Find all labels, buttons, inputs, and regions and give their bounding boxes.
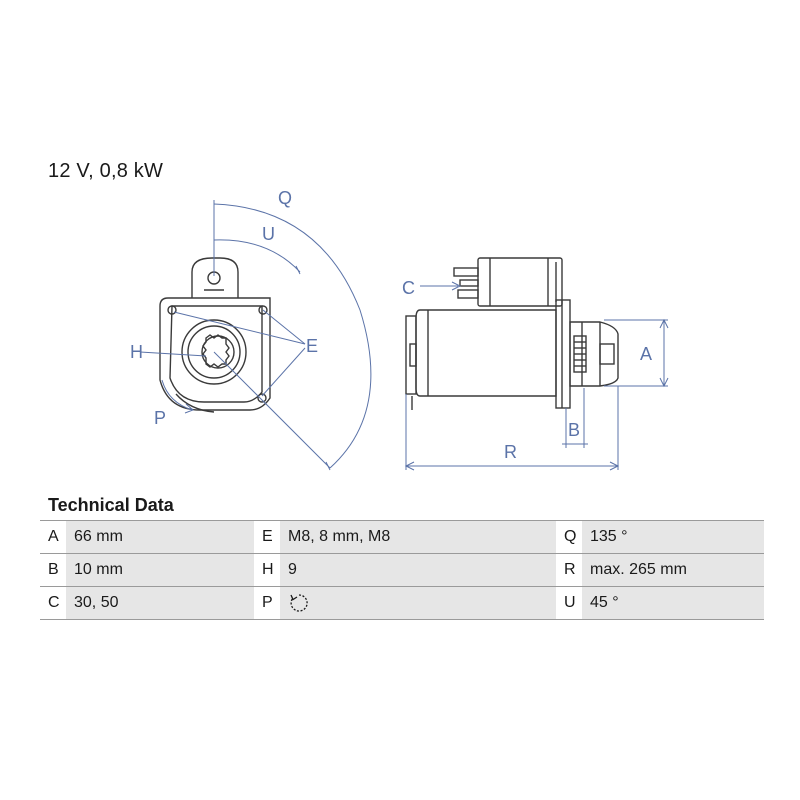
spec-value: 10 mm (66, 553, 254, 587)
voltage-power-rating: 12 V, 0,8 kW (48, 160, 164, 182)
spec-value: 30, 50 (66, 586, 254, 620)
table-row: C 30, 50 P U 45 ° (40, 586, 764, 620)
technical-data-title: Technical Data (48, 495, 174, 515)
label-b: B (568, 420, 580, 440)
spec-key: E (254, 520, 280, 554)
label-c: C (402, 278, 415, 298)
spec-key: C (40, 586, 66, 620)
label-h: H (130, 342, 143, 362)
spec-value: 66 mm (66, 520, 254, 554)
spec-value: max. 265 mm (582, 553, 764, 587)
spec-key: B (40, 553, 66, 587)
starter-motor-drawing: Q U E H P (130, 188, 669, 471)
side-view (405, 257, 619, 410)
front-view-dimensions (139, 200, 372, 471)
spec-key: P (254, 586, 280, 620)
spec-value: 9 (280, 553, 556, 587)
technical-data-table: A 66 mm E M8, 8 mm, M8 Q 135 ° B 10 mm H… (40, 520, 764, 620)
side-view-dimensions (404, 281, 669, 471)
spec-value: M8, 8 mm, M8 (280, 520, 556, 554)
front-view (159, 257, 271, 413)
spec-key: U (556, 586, 582, 620)
clockwise-rotation-icon (290, 594, 308, 612)
label-r: R (504, 442, 517, 462)
spec-value: 135 ° (582, 520, 764, 554)
spec-key: Q (556, 520, 582, 554)
spec-value-rotation (280, 586, 556, 620)
table-row: A 66 mm E M8, 8 mm, M8 Q 135 ° (40, 520, 764, 554)
label-e: E (306, 336, 318, 356)
spec-value: 45 ° (582, 586, 764, 620)
table-row: B 10 mm H 9 R max. 265 mm (40, 553, 764, 587)
label-q: Q (278, 188, 292, 208)
label-u: U (262, 224, 275, 244)
spec-key: A (40, 520, 66, 554)
label-a: A (640, 344, 652, 364)
spec-key: R (556, 553, 582, 587)
label-p: P (154, 408, 166, 428)
spec-key: H (254, 553, 280, 587)
